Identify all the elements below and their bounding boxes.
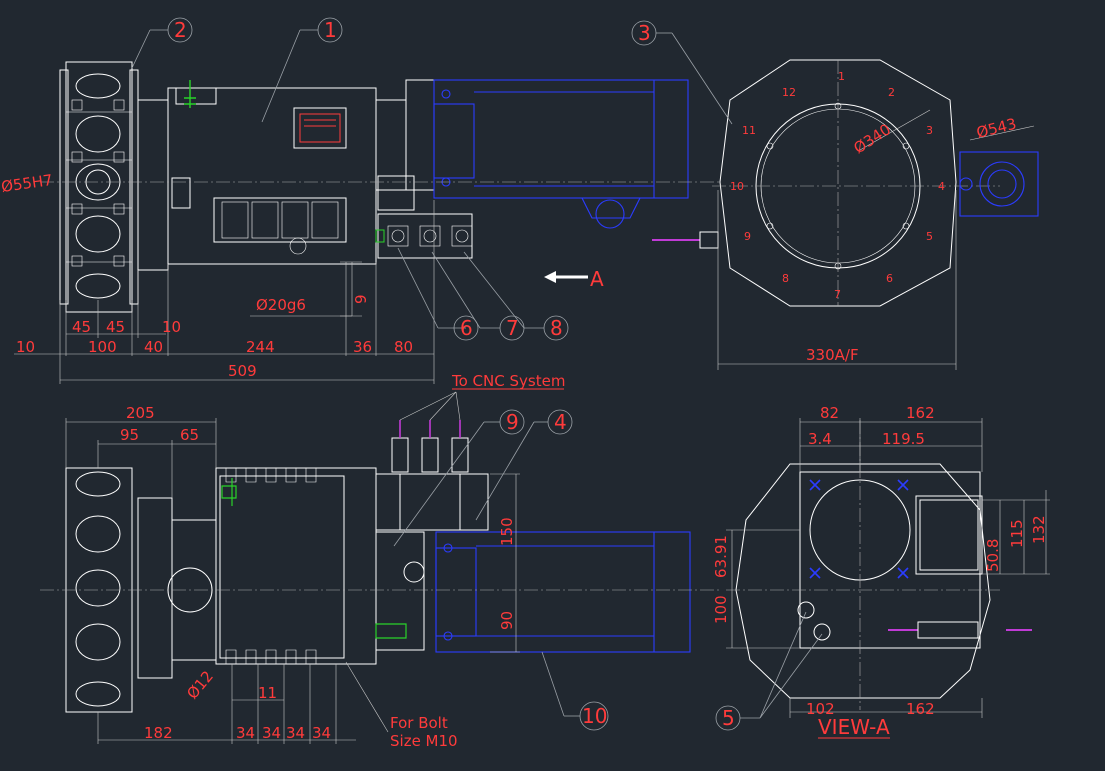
svg-text:5: 5 <box>722 706 735 730</box>
bolt-note-line1: For Bolt <box>390 714 448 732</box>
index-6: 6 <box>886 272 893 285</box>
svg-text:2: 2 <box>174 18 187 42</box>
index-2: 2 <box>888 86 895 99</box>
callout-6: 6 <box>397 247 479 341</box>
dim-11: 11 <box>258 684 277 702</box>
view-arrow: A <box>544 267 604 291</box>
dim-330af: 330A/F <box>806 346 859 364</box>
svg-text:8: 8 <box>550 316 563 340</box>
front-view: Ø55H7 Ø20g6 9 45 45 10 10 100 40 244 36 … <box>0 61 720 384</box>
dim-34d: 34 <box>312 724 331 742</box>
dim-34a: 34 <box>236 724 255 742</box>
callout-1: 1 <box>261 17 343 123</box>
svg-text:10: 10 <box>582 704 607 728</box>
callout-4: 4 <box>475 409 573 521</box>
callout-8: 8 <box>463 251 569 341</box>
index-10: 10 <box>730 180 744 193</box>
callouts: 1 2 3 4 5 6 7 <box>131 17 823 731</box>
dim-132: 132 <box>1030 515 1048 544</box>
index-9: 9 <box>744 230 751 243</box>
index-4: 4 <box>938 180 945 193</box>
dim-45a: 45 <box>72 318 91 336</box>
callout-9: 9 <box>393 409 525 547</box>
dim-95: 95 <box>120 426 139 444</box>
index-5: 5 <box>926 230 933 243</box>
cnc-note: To CNC System <box>451 372 565 390</box>
dim-12: Ø12 <box>183 667 217 702</box>
dim-509: 509 <box>228 362 257 380</box>
svg-text:3: 3 <box>638 21 651 45</box>
dim-34b: 34 <box>262 724 281 742</box>
callout-2: 2 <box>131 17 193 69</box>
callout-3: 3 <box>631 20 733 125</box>
callout-10: 10 <box>541 651 609 731</box>
dim-10a: 10 <box>16 338 35 356</box>
top-view: 205 95 65 150 90 Ø12 11 182 34 34 34 34 … <box>40 372 720 750</box>
dim-65: 65 <box>180 426 199 444</box>
view-a: 82 162 3.4 119.5 63.91 100 50.8 115 132 … <box>712 404 1050 739</box>
dim-543: Ø543 <box>975 115 1019 142</box>
dim-63-91: 63.91 <box>712 535 730 578</box>
dim-80: 80 <box>394 338 413 356</box>
svg-text:9: 9 <box>506 410 519 434</box>
dim-34c: 34 <box>286 724 305 742</box>
dim-55h7: Ø55H7 <box>0 171 54 196</box>
dim-100: 100 <box>88 338 117 356</box>
svg-text:1: 1 <box>324 18 337 42</box>
index-1: 1 <box>838 70 845 83</box>
dim-36: 36 <box>353 338 372 356</box>
dim-50-8: 50.8 <box>984 539 1002 572</box>
view-a-title: VIEW-A <box>818 715 890 739</box>
dim-82: 82 <box>820 404 839 422</box>
dim-3-4: 3.4 <box>808 430 832 448</box>
index-3: 3 <box>926 124 933 137</box>
dim-20g6: Ø20g6 <box>256 296 306 314</box>
dim-182: 182 <box>144 724 173 742</box>
dim-90: 90 <box>498 611 516 630</box>
dim-9: 9 <box>352 294 370 304</box>
view-arrow-label: A <box>590 267 604 291</box>
svg-text:6: 6 <box>460 316 473 340</box>
side-view: 1 2 3 4 5 6 7 8 9 10 11 12 Ø340 Ø543 330… <box>652 59 1039 370</box>
svg-text:4: 4 <box>554 410 567 434</box>
dim-40: 40 <box>144 338 163 356</box>
bolt-note-line2: Size M10 <box>390 732 458 750</box>
dim-340: Ø340 <box>850 120 894 157</box>
dim-100-va: 100 <box>712 595 730 624</box>
svg-text:7: 7 <box>506 316 519 340</box>
dim-45b: 45 <box>106 318 125 336</box>
dim-10b: 10 <box>162 318 181 336</box>
index-11: 11 <box>742 124 756 137</box>
dim-119-5: 119.5 <box>882 430 925 448</box>
dim-205: 205 <box>126 404 155 422</box>
dim-162-bottom: 162 <box>906 700 935 718</box>
dim-102: 102 <box>806 700 835 718</box>
dim-115: 115 <box>1008 519 1026 548</box>
callout-5: 5 <box>715 611 823 731</box>
index-7: 7 <box>834 288 841 301</box>
index-8: 8 <box>782 272 789 285</box>
index-12: 12 <box>782 86 796 99</box>
dim-150: 150 <box>498 517 516 546</box>
dim-244: 244 <box>246 338 275 356</box>
dim-162-top: 162 <box>906 404 935 422</box>
